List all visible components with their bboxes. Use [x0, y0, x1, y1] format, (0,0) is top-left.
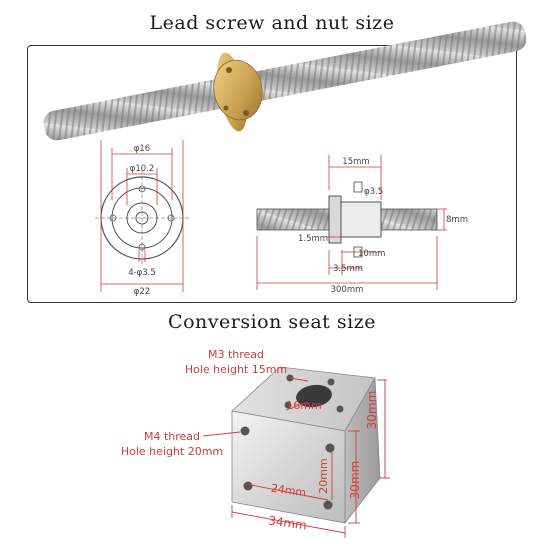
- m3-thread-label: M3 thread: [208, 348, 264, 361]
- width-label: 34mm: [267, 513, 307, 532]
- offset-label: 3.5mm: [333, 264, 363, 274]
- body-length-label: 10mm: [358, 249, 385, 259]
- screw-hole-label: φ3.5: [364, 187, 383, 197]
- conversion-seat-title: Conversion seat size: [168, 311, 376, 333]
- conversion-seat-cube: [231, 366, 381, 525]
- lead-screw-title: Lead screw and nut size: [149, 12, 395, 34]
- top-hole-label: 16mm: [286, 399, 321, 412]
- holes-label: 4-φ3.5: [128, 268, 156, 278]
- hole-spacing-v-label: 20mm: [317, 458, 330, 493]
- lead-screw-panel: [27, 45, 517, 303]
- flange-thickness-label: 1.5mm: [298, 234, 328, 244]
- depth-label: 30mm: [348, 461, 362, 500]
- height-label: 30mm: [365, 391, 379, 430]
- flange-diameter-label: φ16: [134, 144, 150, 154]
- m4-hole-height-label: Hole height 20mm: [121, 445, 223, 458]
- m4-thread-label: M4 thread: [144, 430, 200, 443]
- nut-front-view: [95, 170, 189, 266]
- screw-diameter-label: 8mm: [446, 215, 468, 225]
- lead-screw-image: [43, 21, 527, 141]
- hole-circle-label: φ10.2: [130, 164, 155, 174]
- screw-side-view: [256, 181, 438, 258]
- outer-diameter-label: φ22: [134, 287, 150, 297]
- nut-front-dimension-lines: [100, 140, 184, 292]
- m3-hole-height-label: Hole height 15mm: [185, 363, 287, 376]
- hole-spacing-h-label: 24mm: [270, 482, 307, 500]
- seat-dimension-lines: [202, 377, 390, 538]
- nut-length-label: 15mm: [342, 157, 369, 167]
- brass-nut: [213, 52, 263, 132]
- screw-side-dimension-lines: [256, 155, 447, 290]
- screw-length-label: 300mm: [331, 285, 364, 295]
